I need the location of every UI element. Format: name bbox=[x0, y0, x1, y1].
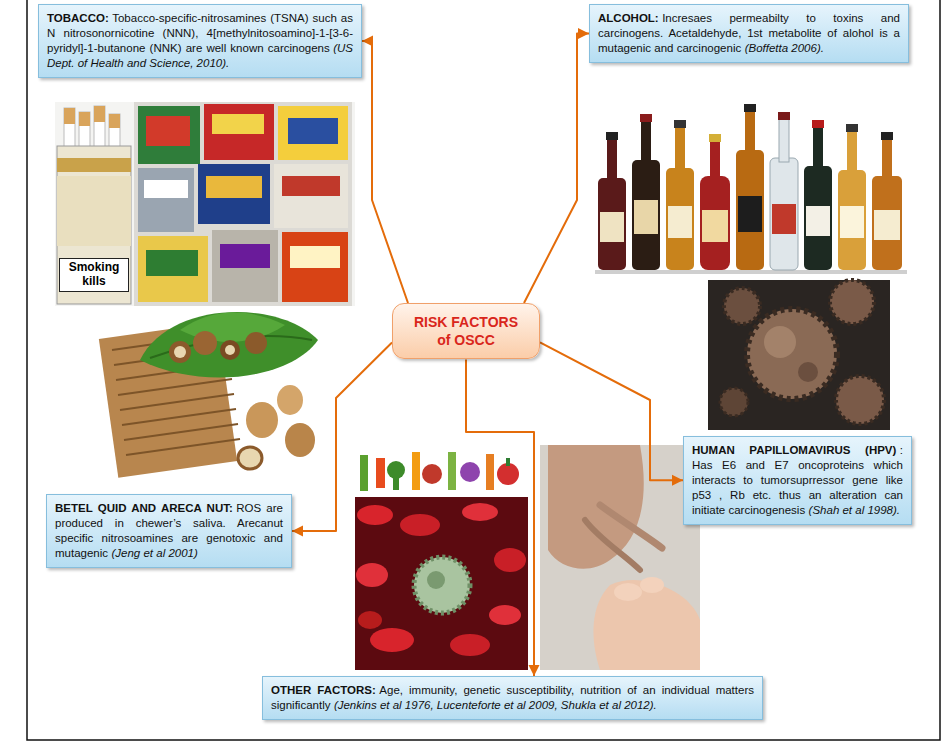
arrow-line bbox=[540, 342, 683, 480]
arrow-head bbox=[362, 35, 373, 46]
citation: (Shah et al 1998). bbox=[809, 504, 900, 516]
betel-areca-image bbox=[99, 312, 318, 478]
box-heading: HUMAN PAPILLOMAVIRUS (HPV) bbox=[692, 444, 896, 456]
arrow-connector bbox=[362, 35, 408, 303]
arrow-head bbox=[672, 475, 683, 486]
nutrition-image bbox=[355, 445, 528, 670]
arrow-line bbox=[524, 33, 589, 303]
citation: (Jenkins et al 1976, Lucenteforte et al … bbox=[334, 699, 657, 711]
factor-box: OTHER FACTORS:Age, immunity, genetic sus… bbox=[262, 676, 763, 720]
box-heading: TOBACCO: bbox=[47, 12, 109, 24]
arrow-line bbox=[362, 41, 408, 303]
central-box: RISK FACTORS of OSCC bbox=[392, 303, 540, 359]
arrow-connector bbox=[524, 28, 589, 303]
citation: (Jeng et al 2001) bbox=[112, 547, 198, 559]
virus-image bbox=[708, 280, 890, 430]
box-heading: OTHER FACTORS: bbox=[271, 684, 376, 696]
arrow-line bbox=[292, 342, 392, 530]
box-heading: ALCOHOL: bbox=[598, 12, 659, 24]
hands-image bbox=[540, 445, 700, 670]
arrow-connector bbox=[292, 342, 392, 536]
arrow-head bbox=[578, 28, 589, 39]
arrow-head bbox=[529, 665, 540, 676]
factor-box: HUMAN PAPILLOMAVIRUS (HPV): Has E6 and E… bbox=[683, 436, 912, 525]
factor-box: TOBACCO:Tobacco-specific-nitrosamines (T… bbox=[38, 4, 362, 78]
cigarette-pack bbox=[55, 102, 355, 306]
frame bbox=[27, 0, 940, 740]
arrow-connector bbox=[540, 342, 683, 485]
factor-box: ALCOHOL:Incresaes permeabilty to toxins … bbox=[589, 4, 909, 63]
pack-warning: Smoking kills bbox=[59, 258, 129, 292]
tobacco-packets bbox=[134, 102, 352, 306]
liquor-bottles bbox=[595, 104, 907, 274]
central-title: RISK FACTORS of OSCC bbox=[414, 314, 518, 348]
citation: (Boffetta 2006). bbox=[745, 42, 824, 54]
factor-box: BETEL QUID AND ARECA NUT:ROS are produce… bbox=[46, 494, 292, 568]
arrow-head bbox=[292, 525, 303, 536]
arrow-connector bbox=[466, 359, 540, 676]
box-heading: BETEL QUID AND ARECA NUT: bbox=[55, 502, 233, 514]
arrow-line bbox=[466, 359, 534, 676]
